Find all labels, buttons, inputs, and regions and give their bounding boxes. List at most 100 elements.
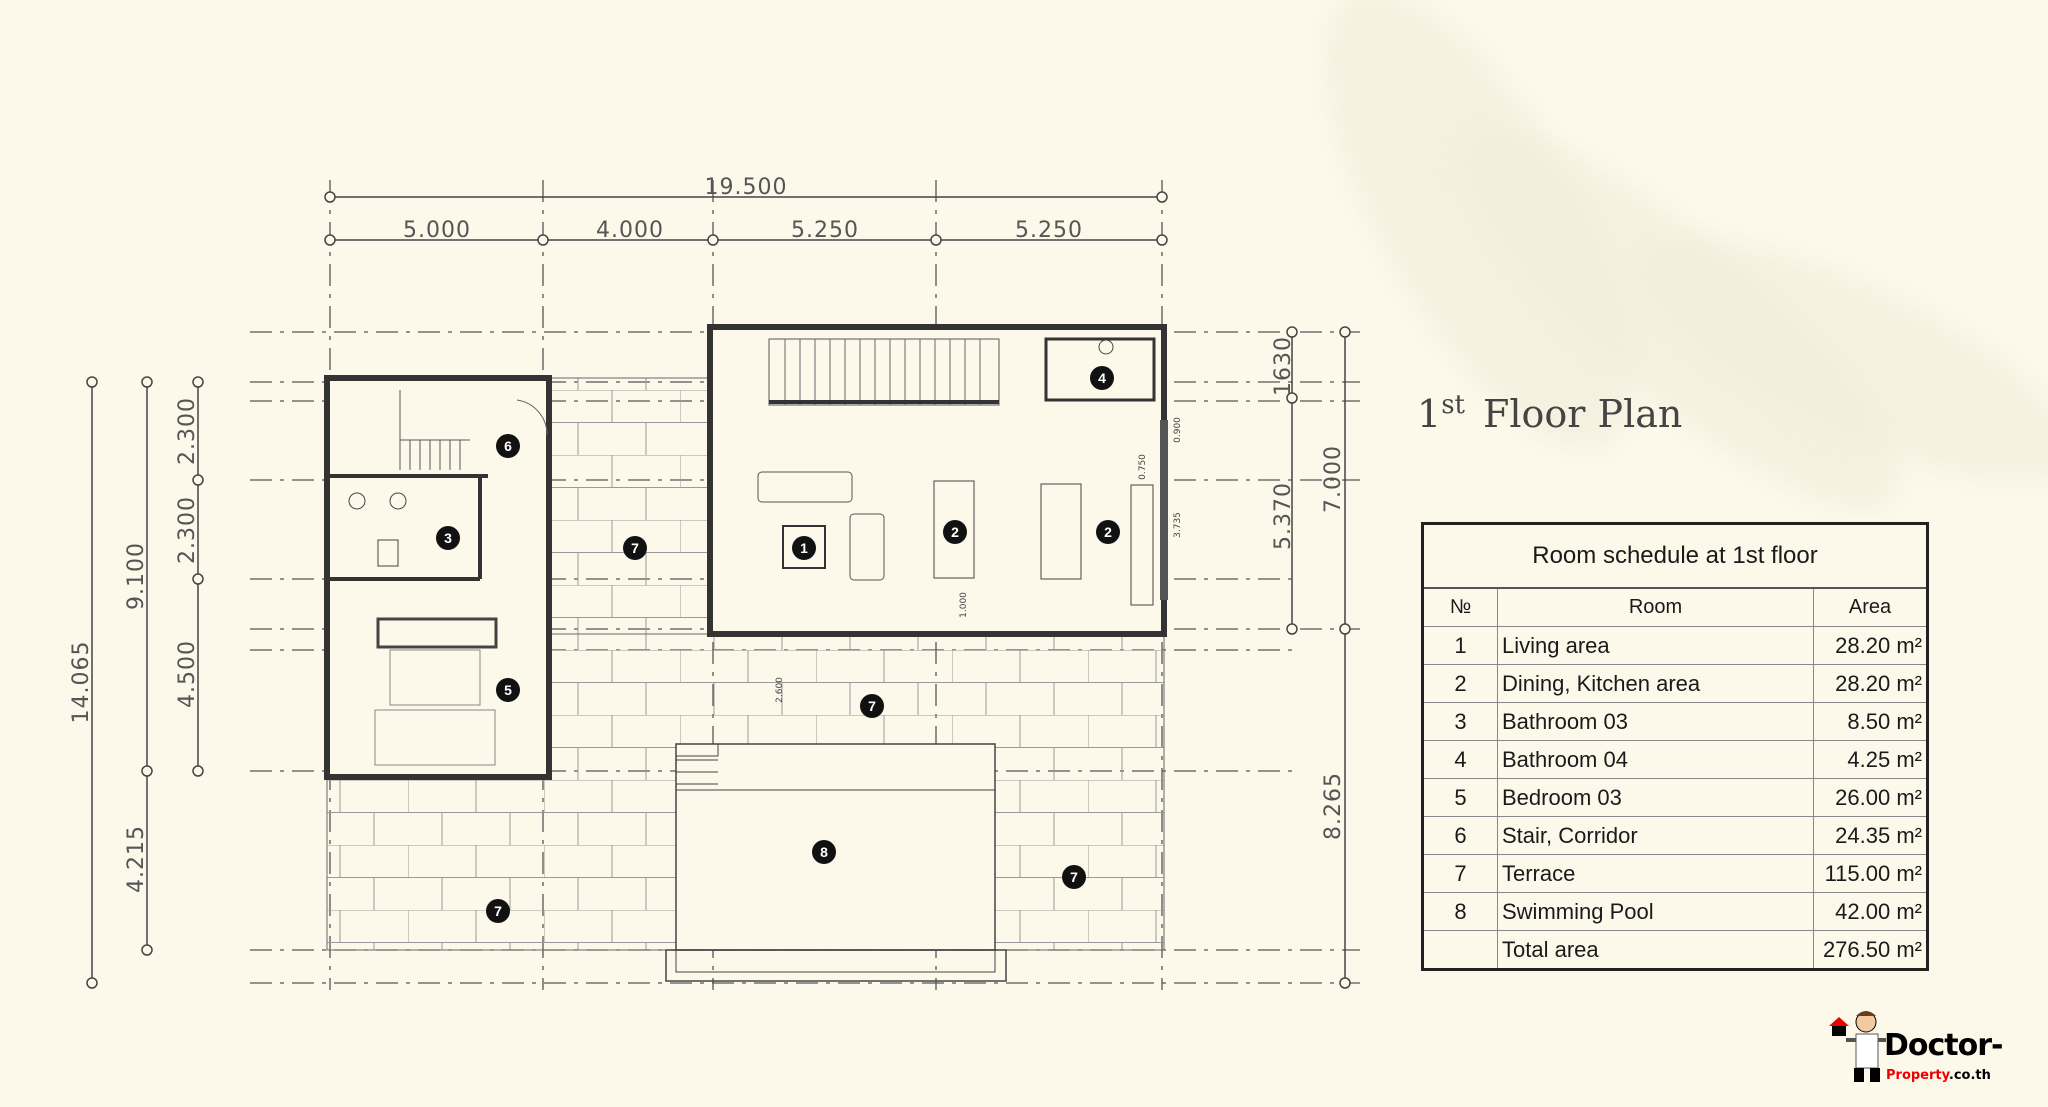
room-marker-6: 6 xyxy=(496,434,520,458)
svg-text:4: 4 xyxy=(1098,370,1106,386)
room-marker-7: 7 xyxy=(860,694,884,718)
cell-room: Dining, Kitchen area xyxy=(1497,664,1814,703)
dim-bay: 4.000 xyxy=(596,218,664,243)
logo-line2-domain: .co.th xyxy=(1948,1068,1991,1083)
dim-right-mid: 5.370 xyxy=(1271,482,1296,550)
table-caption: Room schedule at 1st floor xyxy=(1422,523,1928,589)
title-number: 1 xyxy=(1417,392,1442,436)
cell-area: 42.00 m² xyxy=(1813,892,1928,931)
room-schedule-table: Room schedule at 1st floor № Room Area 1… xyxy=(1421,522,1929,971)
cell-room: Stair, Corridor xyxy=(1497,816,1814,855)
cell-area: 24.35 m² xyxy=(1813,816,1928,855)
room-marker-1: 1 xyxy=(792,536,816,560)
dim-internal: 1.000 xyxy=(959,592,969,618)
header-area: Area xyxy=(1813,587,1928,627)
cell-area: 8.50 m² xyxy=(1813,702,1928,741)
dim-right-lower: 8.265 xyxy=(1321,772,1346,840)
cell-area: 4.25 m² xyxy=(1813,740,1928,779)
cell-no: 7 xyxy=(1422,854,1498,893)
svg-text:5: 5 xyxy=(504,682,512,698)
title-text: Floor Plan xyxy=(1482,392,1683,436)
cell-no: 1 xyxy=(1422,626,1498,665)
swimming-pool xyxy=(665,743,1007,982)
cell-no: 3 xyxy=(1422,702,1498,741)
room-marker-4: 4 xyxy=(1090,366,1114,390)
dimension-lines xyxy=(86,191,1351,989)
cell-room: Total area xyxy=(1497,930,1814,970)
svg-text:7: 7 xyxy=(494,903,502,919)
svg-text:7: 7 xyxy=(868,698,876,714)
dim-left-terrace: 4.215 xyxy=(124,825,149,893)
svg-text:7: 7 xyxy=(1070,869,1078,885)
dim-right-top: 1630 xyxy=(1271,336,1296,396)
logo-line1: Doctor- xyxy=(1884,1028,2003,1063)
header-room: Room xyxy=(1497,587,1814,627)
room-marker-2: 2 xyxy=(1096,520,1120,544)
doctor-property-logo[interactable]: Doctor- Property.co.th xyxy=(1826,1002,2036,1088)
cell-no: 2 xyxy=(1422,664,1498,703)
cell-no: 4 xyxy=(1422,740,1498,779)
svg-text:1: 1 xyxy=(800,540,808,556)
dim-left-building: 9.100 xyxy=(124,542,149,610)
table-header: № Room Area xyxy=(1422,587,1928,627)
svg-text:2: 2 xyxy=(951,524,959,540)
cell-area: 28.20 m² xyxy=(1813,664,1928,703)
cell-area: 276.50 m² xyxy=(1813,930,1928,970)
logo-line2: Property.co.th xyxy=(1886,1068,1991,1084)
cell-no: 6 xyxy=(1422,816,1498,855)
dim-left-a: 2.300 xyxy=(175,397,200,465)
title-suffix: st xyxy=(1441,390,1465,420)
svg-text:6: 6 xyxy=(504,438,512,454)
cell-room: Bathroom 03 xyxy=(1497,702,1814,741)
dimension-labels: 19.500 5.000 4.000 5.250 5.250 14.065 9.… xyxy=(69,175,1346,893)
dim-internal: 0.900 xyxy=(1173,417,1183,443)
dim-left-c: 4.500 xyxy=(175,640,200,708)
cell-no: 8 xyxy=(1422,892,1498,931)
dim-internal: 3.735 xyxy=(1173,512,1183,538)
cell-area: 115.00 m² xyxy=(1813,854,1928,893)
dim-total-width: 19.500 xyxy=(705,175,788,200)
dim-bay: 5.250 xyxy=(791,218,859,243)
room-marker-2: 2 xyxy=(943,520,967,544)
dim-internal: 0.750 xyxy=(1138,454,1148,480)
dim-left-b: 2.300 xyxy=(175,496,200,564)
room-marker-7: 7 xyxy=(1062,865,1086,889)
svg-text:7: 7 xyxy=(631,540,639,556)
cell-room: Swimming Pool xyxy=(1497,892,1814,931)
cell-area: 26.00 m² xyxy=(1813,778,1928,817)
cell-room: Bedroom 03 xyxy=(1497,778,1814,817)
dim-left-overall: 14.065 xyxy=(69,641,94,724)
room-marker-7: 7 xyxy=(486,899,510,923)
dim-bay: 5.250 xyxy=(1015,218,1083,243)
room-markers: 1 2 2 3 4 5 6 7 7 7 7 8 xyxy=(436,366,1120,923)
cell-room: Terrace xyxy=(1497,854,1814,893)
svg-text:8: 8 xyxy=(820,844,828,860)
cell-room: Living area xyxy=(1497,626,1814,665)
dim-internal: 2.600 xyxy=(775,677,785,703)
room-marker-7: 7 xyxy=(623,536,647,560)
room-marker-3: 3 xyxy=(436,526,460,550)
cell-area: 28.20 m² xyxy=(1813,626,1928,665)
room-marker-5: 5 xyxy=(496,678,520,702)
cell-room: Bathroom 04 xyxy=(1497,740,1814,779)
room-marker-8: 8 xyxy=(812,840,836,864)
doctor-mascot-icon xyxy=(1829,1011,1886,1082)
svg-text:2: 2 xyxy=(1104,524,1112,540)
cell-no: 5 xyxy=(1422,778,1498,817)
svg-text:3: 3 xyxy=(444,530,452,546)
cell-no xyxy=(1422,930,1498,970)
page-title: 1st Floor Plan xyxy=(1417,390,1682,436)
main-building xyxy=(707,324,1168,637)
header-no: № xyxy=(1422,587,1498,627)
dim-right-block: 7.000 xyxy=(1321,445,1346,513)
